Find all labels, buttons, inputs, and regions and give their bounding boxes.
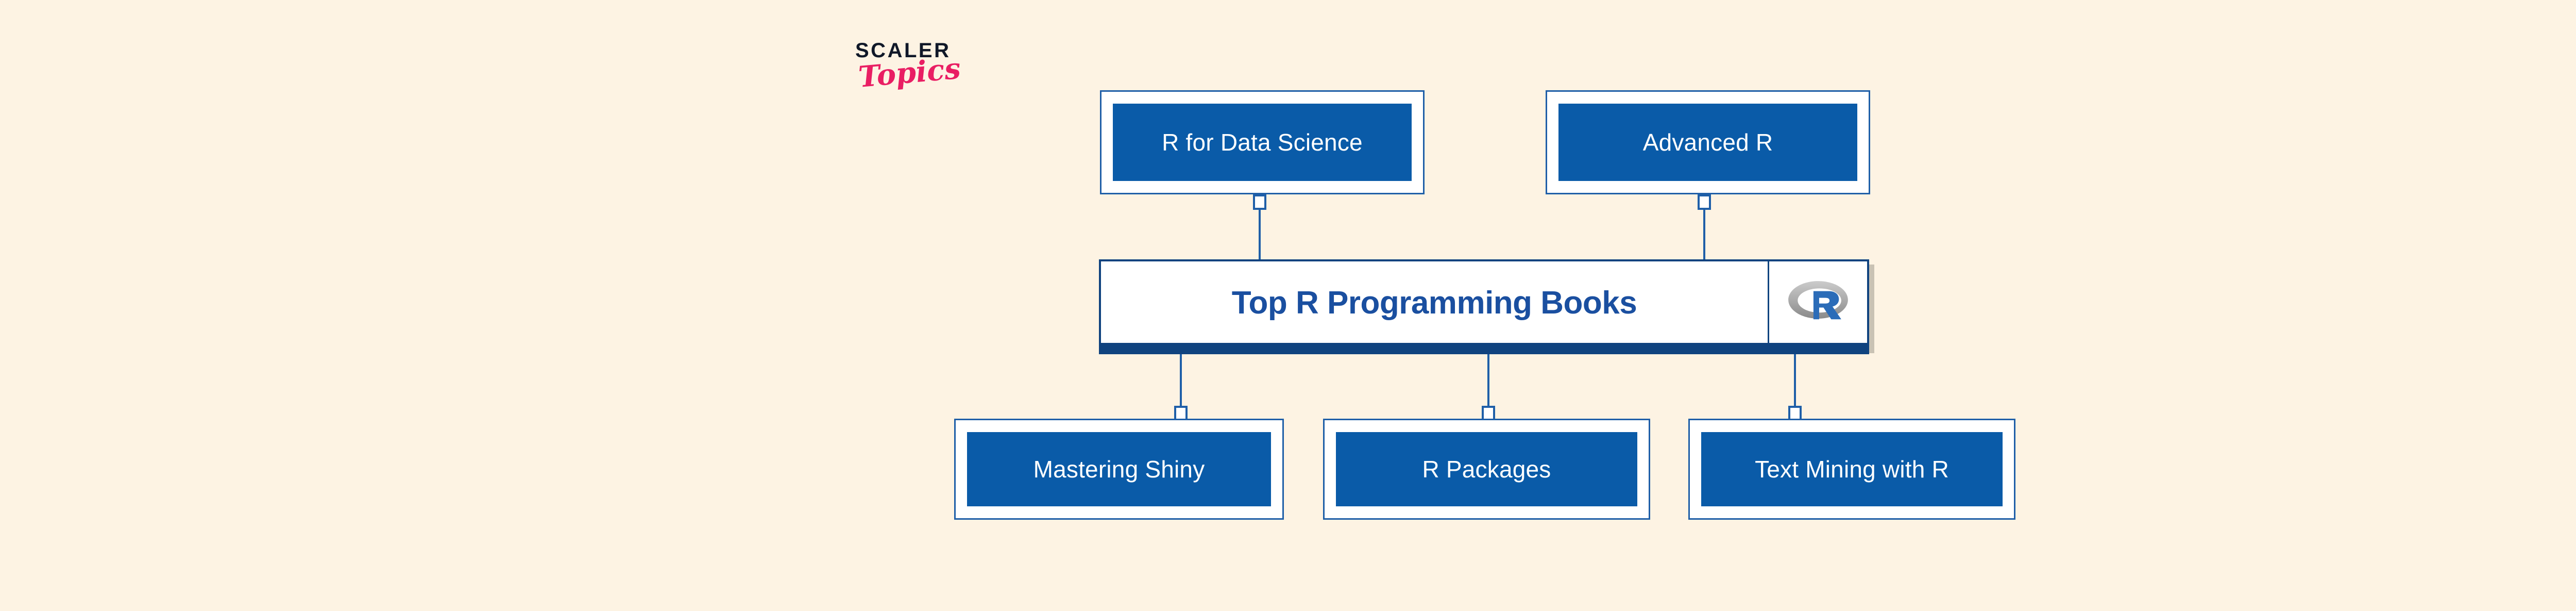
root-box-bottom-bar (1099, 343, 1869, 354)
connector-line-advanced-r (1703, 202, 1705, 261)
connector-node-advanced-r (1698, 194, 1711, 210)
connector-line-mastering-shiny (1180, 354, 1182, 411)
r-language-logo-icon (1769, 261, 1867, 344)
root-box-top-r-programming-books[interactable]: Top R Programming Books (1099, 259, 1869, 346)
node-fill: R for Data Science (1113, 104, 1412, 181)
connector-line-r-packages (1487, 354, 1489, 411)
node-fill: Text Mining with R (1701, 432, 2003, 506)
connector-node-r-for-data-science (1253, 194, 1266, 210)
root-title: Top R Programming Books (1231, 285, 1637, 321)
node-mastering-shiny[interactable]: Mastering Shiny (954, 419, 1284, 520)
scaler-topics-logo: SCALER Topics (855, 40, 1010, 112)
node-r-for-data-science[interactable]: R for Data Science (1100, 90, 1425, 194)
node-label: Text Mining with R (1755, 456, 1949, 483)
node-label: R for Data Science (1162, 129, 1363, 156)
connector-line-text-mining-with-r (1794, 354, 1796, 411)
node-label: R Packages (1422, 456, 1551, 483)
node-label: Advanced R (1642, 129, 1773, 156)
node-label: Mastering Shiny (1033, 456, 1205, 483)
node-advanced-r[interactable]: Advanced R (1546, 90, 1870, 194)
node-text-mining-with-r[interactable]: Text Mining with R (1688, 419, 2015, 520)
node-fill: R Packages (1336, 432, 1637, 506)
root-title-cell: Top R Programming Books (1101, 261, 1769, 344)
connector-line-r-for-data-science (1259, 202, 1261, 261)
node-fill: Advanced R (1558, 104, 1857, 181)
logo-scaler-text: SCALER (855, 39, 951, 62)
node-r-packages[interactable]: R Packages (1323, 419, 1650, 520)
node-fill: Mastering Shiny (967, 432, 1271, 506)
